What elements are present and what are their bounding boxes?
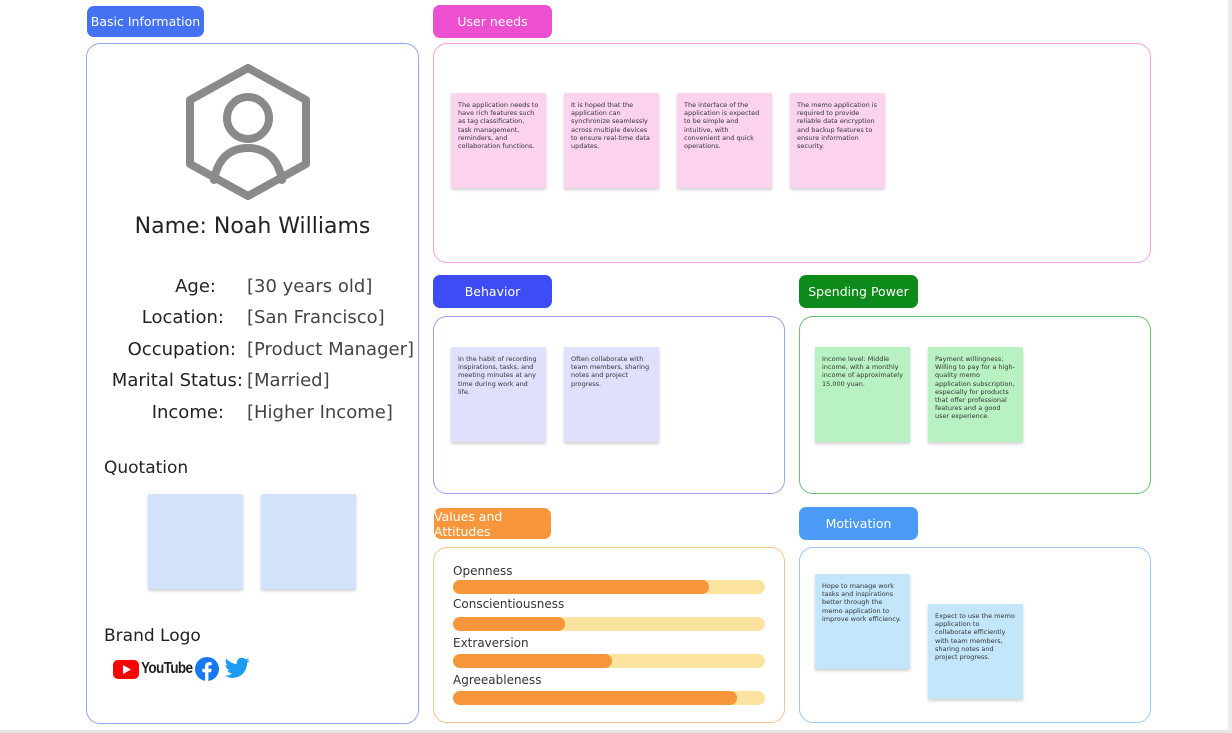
field-value: [Married] [247,370,330,391]
field-key: Occupation: [127,339,236,360]
trait-label-extraversion: Extraversion [453,636,529,650]
user-need-note[interactable]: The interface of the application is expe… [677,93,772,188]
field-value: [San Francisco] [247,307,385,328]
trait-bar-fill [453,654,613,668]
trait-bar-conscientiousness [453,617,765,631]
spending-note[interactable]: Payment willingness: Willing to pay for … [928,347,1023,442]
basic-information-label: Basic Information [87,6,204,37]
behavior-note[interactable]: Often collaborate with team members, sha… [564,347,659,442]
field-key: Income: [151,402,224,423]
trait-bar-fill [453,691,737,705]
canvas-bottom-edge [0,730,1232,733]
motivation-note[interactable]: Hope to manage work tasks and inspiratio… [815,574,910,669]
motivation-note[interactable]: Expect to use the memo application to co… [928,604,1023,699]
trait-label-openness: Openness [453,564,513,578]
user-need-note[interactable]: The application needs to have rich featu… [451,93,546,188]
behavior-note[interactable]: In the habit of recording inspirations, … [451,347,546,442]
basic-information-panel [86,43,419,724]
field-value: [30 years old] [247,276,373,297]
trait-label-agreeableness: Agreeableness [453,673,542,687]
user-needs-label: User needs [433,5,552,38]
twitter-icon [225,657,250,678]
field-key: Age: [175,276,216,297]
user-need-note[interactable]: The memo application is required to prov… [790,93,885,188]
field-value: [Higher Income] [247,402,393,423]
facebook-icon [195,657,219,681]
canvas-scroll-edge [1228,0,1232,733]
motivation-label: Motivation [799,507,918,540]
trait-bar-fill [453,580,709,594]
behavior-label: Behavior [433,275,552,308]
persona-name: Name: Noah Williams [134,214,371,239]
spending-power-label: Spending Power [799,275,918,308]
values-attitudes-label: Values and Attitudes [434,508,551,539]
youtube-icon: YouTube [113,656,201,682]
brand-logo-title: Brand Logo [104,626,201,646]
spending-note[interactable]: Income level: Middle income, with a mont… [815,347,910,442]
trait-label-conscientiousness: Conscientiousness [453,597,565,611]
field-key: Marital Status: [111,370,243,391]
quotation-note[interactable] [261,494,356,589]
trait-bar-agreeableness [453,691,765,705]
field-key: Location: [141,307,224,328]
youtube-wordmark: YouTube [141,660,193,677]
trait-bar-extraversion [453,654,765,668]
trait-bar-openness [453,580,765,594]
trait-bar-fill [453,617,566,631]
quotation-note[interactable] [148,494,243,589]
field-value: [Product Manager] [247,339,415,360]
quotation-title: Quotation [104,458,189,478]
user-avatar-icon [186,64,310,200]
user-need-note[interactable]: It is hoped that the application can syn… [564,93,659,188]
